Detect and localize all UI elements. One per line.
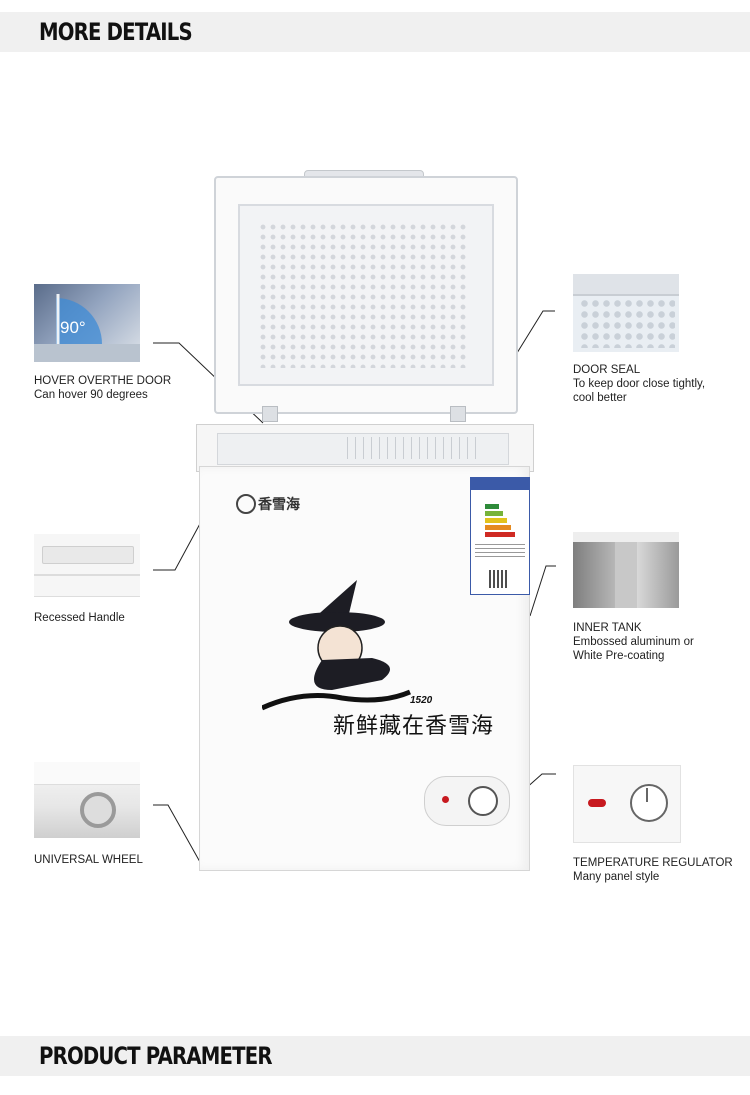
feature-desc: White Pre-coating — [573, 650, 665, 662]
freezer-opening — [196, 424, 534, 472]
mascot-illustration — [262, 580, 411, 711]
temperature-regulator-photo — [573, 765, 681, 843]
hover-angle-text: 90° — [60, 318, 86, 337]
section-header-more-details: MORE DETAILS — [0, 12, 750, 52]
feature-desc: Embossed aluminum or — [573, 636, 694, 648]
section-title: PRODUCT PARAMETER — [39, 1042, 273, 1070]
feature-title: UNIVERSAL WHEEL — [34, 854, 143, 866]
lid-hinge — [262, 406, 278, 422]
brand-logo-icon — [236, 494, 256, 514]
temperature-knob-icon — [468, 786, 498, 816]
energy-label — [470, 477, 530, 595]
callout-line-wheel — [153, 804, 201, 863]
callout-line-handle — [153, 519, 203, 571]
hover-angle-graphic — [34, 294, 140, 362]
feature-title: HOVER OVERTHE DOOR — [34, 375, 172, 387]
universal-wheel-photo — [34, 762, 140, 838]
power-indicator-icon — [442, 796, 449, 803]
feature-desc: Many panel style — [573, 871, 660, 883]
feature-desc: To keep door close tightly, — [573, 378, 706, 390]
feature-seal: DOOR SEAL To keep door close tightly, co… — [573, 363, 705, 405]
door-seal-photo — [573, 274, 679, 352]
feature-title: Recessed Handle — [34, 612, 125, 624]
hover-door-photo: 90° — [34, 284, 140, 362]
inner-tank-photo — [573, 532, 679, 608]
callout-line-tank — [529, 565, 556, 617]
slogan: 新鲜藏在香雪海 — [333, 714, 495, 739]
feature-desc: Can hover 90 degrees — [34, 389, 148, 401]
feature-title: INNER TANK — [573, 622, 642, 634]
capacity-mark: 1520 — [410, 695, 433, 706]
lid-embossed-pattern — [258, 222, 470, 368]
brand-name: 香雪海 — [258, 496, 300, 512]
feature-title: TEMPERATURE REGULATOR — [573, 857, 733, 869]
feature-wheel: UNIVERSAL WHEEL — [34, 853, 143, 867]
feature-hover: HOVER OVERTHE DOOR Can hover 90 degrees — [34, 374, 171, 402]
section-header-product-parameter: PRODUCT PARAMETER — [0, 1036, 750, 1076]
qr-code-icon — [489, 570, 509, 588]
feature-desc: cool better — [573, 392, 627, 404]
section-title: MORE DETAILS — [39, 18, 193, 46]
feature-title: DOOR SEAL — [573, 364, 641, 376]
feature-tank: INNER TANK Embossed aluminum or White Pr… — [573, 621, 694, 663]
feature-regulator: TEMPERATURE REGULATOR Many panel style — [573, 856, 733, 884]
recessed-handle-photo — [34, 534, 140, 597]
lid-hinge — [450, 406, 466, 422]
feature-handle: Recessed Handle — [34, 611, 125, 625]
